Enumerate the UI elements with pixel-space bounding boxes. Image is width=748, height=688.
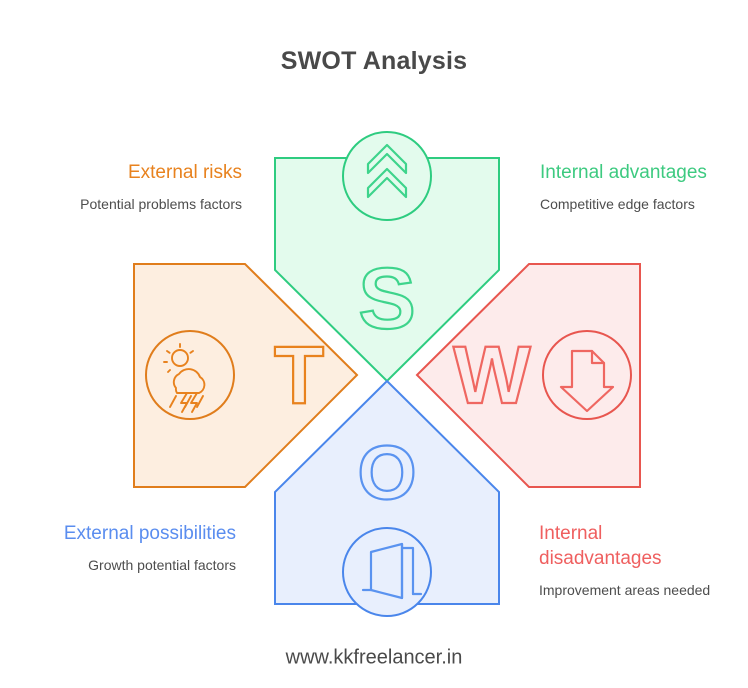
quadrant-opportunities[interactable]: O: [274, 379, 500, 617]
storm-cloud-icon: [163, 343, 206, 413]
opportunities-letter: O: [357, 431, 416, 516]
threats-label-subtitle: Potential problems factors: [80, 196, 242, 212]
weaknesses-letter: W: [453, 330, 531, 421]
strengths-label-subtitle: Competitive edge factors: [540, 196, 695, 212]
page-title: SWOT Analysis: [280, 47, 468, 75]
strengths-icon-circle: [342, 131, 432, 221]
swot-diagram: S W: [0, 100, 748, 620]
opportunities-icon-circle: [342, 527, 432, 617]
weaknesses-label-subtitle: Improvement areas needed: [539, 582, 711, 598]
threats-letter: T: [274, 330, 324, 421]
open-door-icon: [361, 542, 423, 600]
file-download-arrow-icon: [559, 349, 615, 413]
label-block-opportunities: External possibilities Growth potential …: [8, 521, 236, 575]
label-block-threats: External risks Potential problems factor…: [14, 160, 242, 214]
weaknesses-pentagon-shape: [415, 263, 641, 488]
threats-icon-circle: [145, 330, 235, 420]
label-block-weaknesses: Internal disadvantages Improvement areas…: [539, 521, 739, 600]
strengths-label-title: Internal advantages: [540, 162, 707, 183]
threats-pentagon-shape: [133, 263, 359, 488]
quadrant-threats[interactable]: T: [133, 263, 359, 488]
quadrant-weaknesses[interactable]: W: [415, 263, 641, 488]
strengths-pentagon-shape: [274, 157, 500, 383]
weaknesses-icon-circle: [542, 330, 632, 420]
opportunities-label-title: External possibilities: [63, 523, 236, 544]
label-block-strengths: Internal advantages Competitive edge fac…: [540, 160, 748, 214]
footer-url: www.kkfreelancer.in: [285, 646, 463, 669]
weaknesses-label-title: Internal disadvantages: [539, 523, 662, 569]
quadrant-strengths[interactable]: S: [274, 131, 500, 383]
opportunities-label-subtitle: Growth potential factors: [88, 557, 236, 573]
strengths-letter: S: [358, 251, 415, 347]
double-chevron-up-icon: [366, 143, 408, 199]
threats-label-title: External risks: [127, 162, 242, 183]
